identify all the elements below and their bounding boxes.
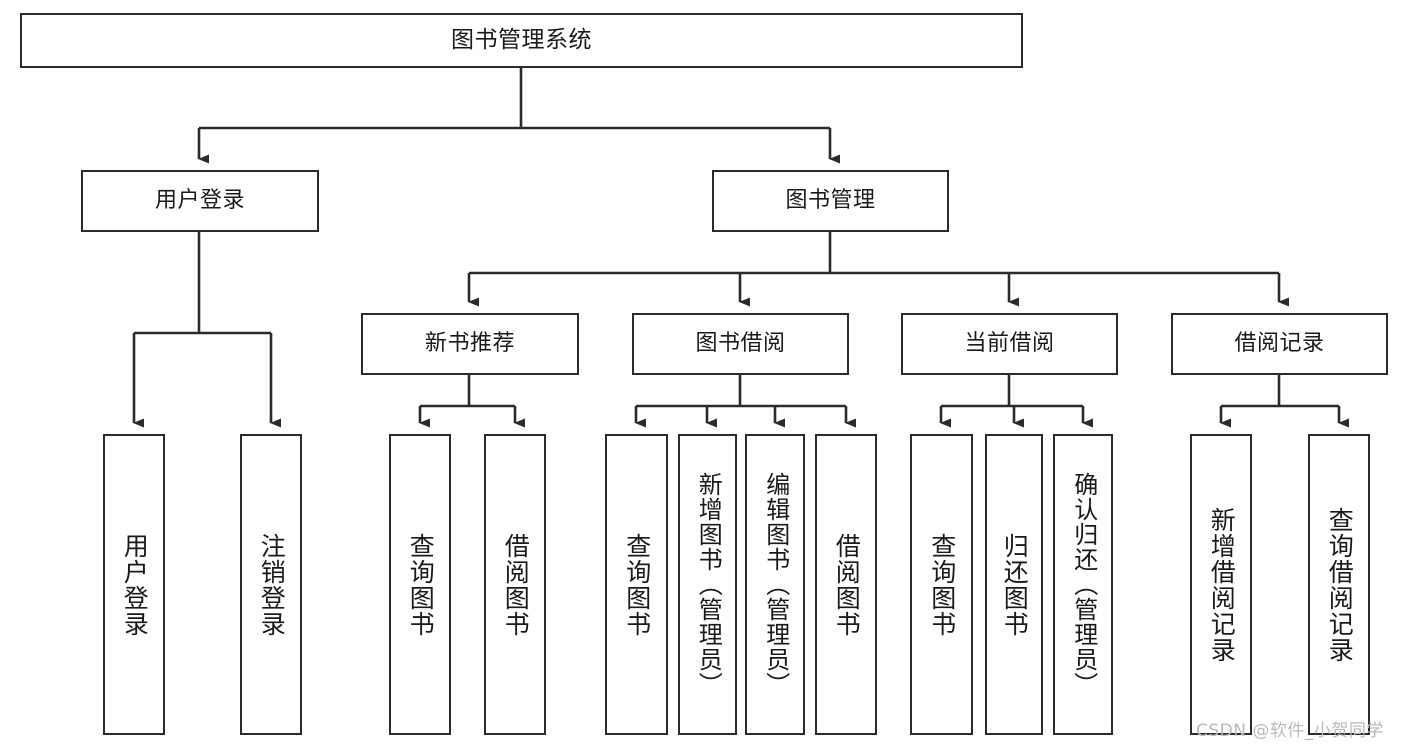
node-leaf-query-book-2-label: 查询图书 xyxy=(622,532,652,637)
node-borrow-record[interactable]: 借阅记录 xyxy=(1171,313,1388,375)
node-current-borrow[interactable]: 当前借阅 xyxy=(901,313,1118,375)
node-new-book-recommend[interactable]: 新书推荐 xyxy=(361,313,579,375)
node-leaf-add-book-admin[interactable]: 新增图书（管理员） xyxy=(678,434,737,735)
node-leaf-query-book-3[interactable]: 查询图书 xyxy=(910,434,973,735)
node-leaf-borrow-book-1[interactable]: 借阅图书 xyxy=(484,434,546,735)
node-leaf-borrow-book-2[interactable]: 借阅图书 xyxy=(815,434,877,735)
node-leaf-query-book-1-label: 查询图书 xyxy=(406,532,436,637)
node-leaf-borrow-book-2-label: 借阅图书 xyxy=(832,532,862,637)
node-book-borrow-label: 图书借阅 xyxy=(695,330,786,356)
node-leaf-add-borrow-record[interactable]: 新增借阅记录 xyxy=(1190,434,1252,735)
node-current-borrow-label: 当前借阅 xyxy=(964,330,1055,356)
node-leaf-user-logout-label: 注销登录 xyxy=(257,532,287,637)
node-user-login-label: 用户登录 xyxy=(154,187,245,213)
node-leaf-return-book-label: 归还图书 xyxy=(1000,532,1030,637)
node-leaf-query-borrow-record[interactable]: 查询借阅记录 xyxy=(1308,434,1370,735)
node-leaf-user-login[interactable]: 用户登录 xyxy=(103,434,165,735)
node-leaf-return-book[interactable]: 归还图书 xyxy=(985,434,1043,735)
node-root-system-label: 图书管理系统 xyxy=(451,26,592,53)
node-leaf-edit-book-admin[interactable]: 编辑图书（管理员） xyxy=(745,434,805,735)
node-leaf-borrow-book-1-label: 借阅图书 xyxy=(501,532,531,637)
node-book-management-label: 图书管理 xyxy=(785,187,876,213)
node-new-book-recommend-label: 新书推荐 xyxy=(424,330,515,356)
csdn-watermark: CSDN @软件_小贺同学 xyxy=(1196,721,1384,741)
node-leaf-query-book-2[interactable]: 查询图书 xyxy=(605,434,668,735)
node-leaf-user-logout[interactable]: 注销登录 xyxy=(240,434,302,735)
node-leaf-add-book-admin-label: 新增图书（管理员） xyxy=(694,472,723,697)
node-leaf-query-book-1[interactable]: 查询图书 xyxy=(389,434,451,735)
node-leaf-confirm-return-admin-label: 确认归还（管理员） xyxy=(1069,472,1098,697)
node-book-borrow[interactable]: 图书借阅 xyxy=(632,313,849,375)
node-root-system[interactable]: 图书管理系统 xyxy=(20,13,1023,68)
node-leaf-add-borrow-record-label: 新增借阅记录 xyxy=(1207,506,1237,663)
node-borrow-record-label: 借阅记录 xyxy=(1234,330,1325,356)
node-leaf-query-borrow-record-label: 查询借阅记录 xyxy=(1325,506,1355,663)
node-leaf-confirm-return-admin[interactable]: 确认归还（管理员） xyxy=(1053,434,1113,735)
node-book-management[interactable]: 图书管理 xyxy=(712,170,949,232)
node-leaf-user-login-label: 用户登录 xyxy=(120,532,150,637)
node-leaf-edit-book-admin-label: 编辑图书（管理员） xyxy=(761,472,790,697)
node-user-login[interactable]: 用户登录 xyxy=(81,170,319,232)
node-leaf-query-book-3-label: 查询图书 xyxy=(927,532,957,637)
